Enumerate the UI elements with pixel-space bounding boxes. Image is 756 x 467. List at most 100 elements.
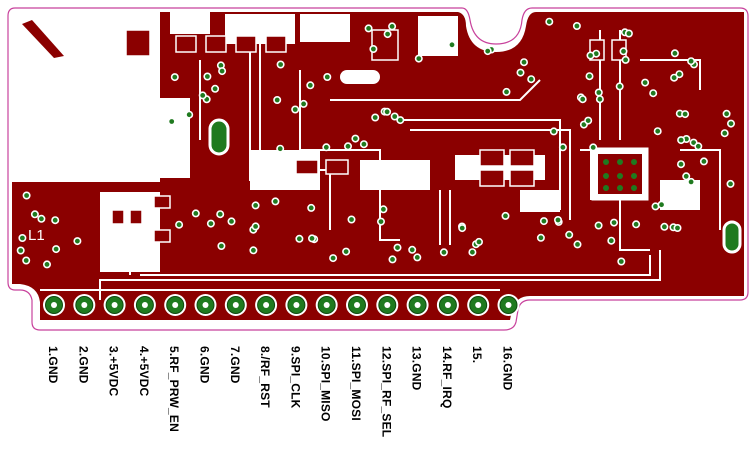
- header-pin-hole: [414, 302, 421, 308]
- via: [519, 58, 528, 67]
- header-pin-hole: [475, 302, 482, 308]
- via: [617, 257, 626, 266]
- inductor-silkscreen: [22, 20, 64, 58]
- via: [167, 117, 176, 126]
- via: [657, 200, 666, 209]
- pin-label: 16.GND: [500, 346, 515, 391]
- via: [291, 105, 300, 114]
- via: [271, 197, 280, 206]
- pin-label: 5.RF_PRW_EN: [167, 346, 182, 433]
- via: [726, 179, 735, 188]
- via: [609, 218, 618, 227]
- via: [203, 72, 212, 81]
- pin-label: 14.RF_IRQ: [439, 346, 454, 409]
- via: [675, 70, 684, 79]
- l1-label: L1: [28, 227, 45, 244]
- via: [584, 116, 593, 125]
- via: [249, 246, 258, 255]
- via: [726, 119, 735, 128]
- via: [501, 211, 510, 220]
- via: [30, 210, 39, 219]
- pin-label: 11.SPI_MOSI: [349, 346, 363, 421]
- via: [527, 75, 536, 84]
- via: [295, 234, 304, 243]
- pin-header: [43, 294, 520, 316]
- via: [539, 217, 548, 226]
- via: [536, 233, 545, 242]
- header-pin-hole: [141, 302, 148, 308]
- via: [273, 96, 282, 105]
- via: [586, 51, 595, 60]
- via: [185, 110, 194, 119]
- pin-label: 12.SPI_RF_SEL: [379, 346, 394, 438]
- via: [18, 234, 27, 243]
- via: [347, 215, 356, 224]
- pin-label: 10.SPI_MISO: [318, 346, 333, 422]
- via: [670, 73, 679, 82]
- via: [589, 143, 598, 152]
- via: [699, 157, 708, 166]
- via: [649, 89, 658, 98]
- via: [306, 81, 315, 90]
- via: [16, 246, 25, 255]
- via: [722, 109, 731, 118]
- via: [687, 57, 696, 66]
- header-pin-hole: [202, 302, 209, 308]
- via: [553, 216, 562, 225]
- via: [595, 95, 604, 104]
- via: [458, 224, 467, 233]
- via: [276, 144, 285, 153]
- via: [641, 78, 650, 87]
- via: [573, 240, 582, 249]
- via: [359, 140, 368, 149]
- via: [565, 230, 574, 239]
- via: [175, 220, 184, 229]
- header-pin-hole: [505, 302, 512, 308]
- via: [388, 255, 397, 264]
- via: [673, 224, 682, 233]
- via: [211, 84, 220, 93]
- via: [22, 256, 31, 265]
- via: [681, 110, 690, 119]
- via: [413, 253, 422, 262]
- via: [251, 201, 260, 210]
- qfn-ic: [591, 147, 649, 201]
- via: [502, 87, 511, 96]
- via: [383, 30, 392, 39]
- via: [408, 245, 417, 254]
- header-pin-hole: [172, 302, 179, 308]
- via: [594, 221, 603, 230]
- via: [371, 113, 380, 122]
- via: [217, 242, 226, 251]
- pin-label: 8./RF_RST: [258, 346, 273, 408]
- via: [468, 248, 477, 257]
- header-pin-hole: [354, 302, 360, 308]
- header-pin-hole: [81, 302, 88, 308]
- via: [351, 134, 360, 143]
- via: [42, 260, 51, 269]
- pin-label: 4.+5VDC: [136, 346, 151, 397]
- smd-pads: [111, 29, 627, 243]
- header-pin-hole: [323, 302, 330, 308]
- via: [414, 54, 423, 63]
- header-pin-hole: [293, 302, 300, 308]
- via: [393, 243, 402, 252]
- via: [578, 95, 587, 104]
- via: [439, 248, 448, 257]
- via: [191, 209, 200, 218]
- via: [483, 47, 492, 56]
- via: [474, 237, 483, 246]
- via: [323, 73, 332, 82]
- via: [170, 73, 179, 82]
- pcb-board: L1: [7, 7, 749, 331]
- oval-pads: [208, 118, 742, 254]
- header-pin-hole: [51, 302, 57, 308]
- via: [677, 136, 686, 145]
- via: [329, 254, 338, 263]
- via: [198, 91, 207, 100]
- pin-label: 15.: [470, 346, 485, 364]
- via: [390, 112, 399, 121]
- via: [545, 17, 554, 26]
- via: [447, 40, 456, 49]
- pin-label: 3.+5VDC: [106, 346, 121, 397]
